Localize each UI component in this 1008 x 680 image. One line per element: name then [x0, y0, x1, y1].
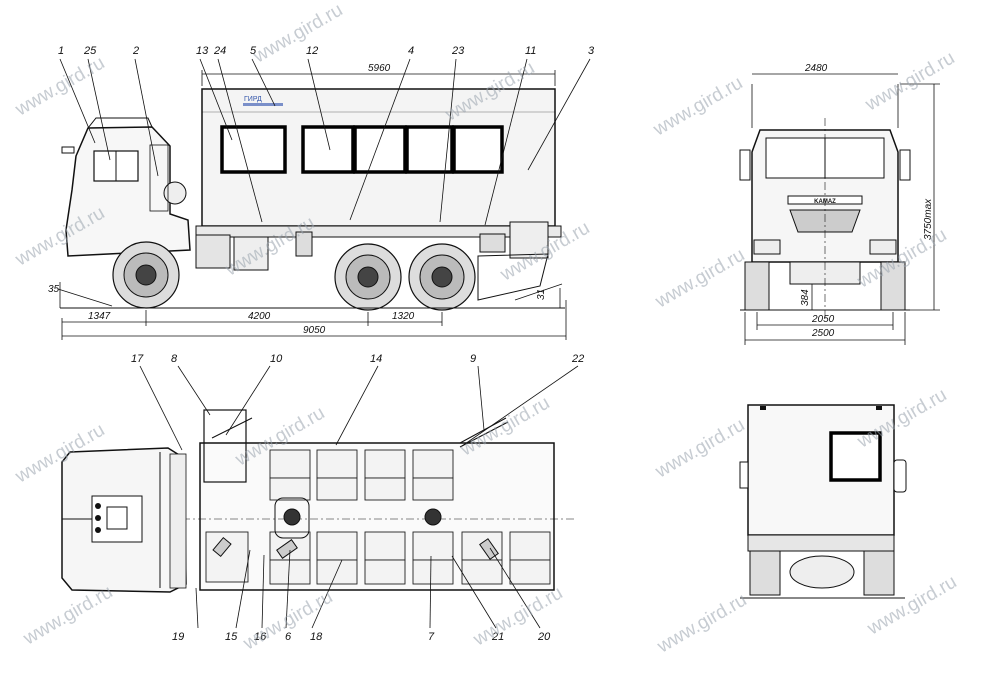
rear-wheel-1 [334, 243, 402, 311]
side-callouts: 1 25 2 13 24 5 12 4 23 11 3 [58, 45, 595, 57]
watermark: www.gird.ru [653, 590, 750, 658]
callout-6: 6 [285, 631, 292, 643]
top-view: 17 8 10 14 9 22 19 15 16 6 18 7 21 20 [61, 353, 584, 643]
callout-4: 4 [408, 45, 414, 57]
callout-16: 16 [254, 631, 267, 643]
watermark: www.gird.ru [19, 582, 116, 650]
front-view: KAMAZ 2480 3750max 384 2050 2500 [739, 63, 940, 345]
watermark: www.gird.ru [651, 415, 748, 483]
callout-11: 11 [525, 45, 536, 57]
callout-12: 12 [306, 45, 318, 57]
watermark: www.gird.ru [651, 245, 748, 313]
front-wheel [112, 241, 180, 309]
dim-front-overhang: 1347 [88, 311, 111, 322]
callout-24: 24 [213, 45, 226, 57]
seats [205, 449, 551, 585]
callout-21: 21 [491, 631, 504, 643]
dim-wheelbase: 4200 [248, 311, 271, 322]
dim-departure-angle: 31 [536, 289, 547, 300]
dim-ground-clearance: 384 [800, 289, 811, 306]
callout-7: 7 [428, 631, 435, 643]
callout-20: 20 [537, 631, 551, 643]
callout-17: 17 [131, 353, 144, 365]
watermark: www.gird.ru [249, 0, 346, 68]
side-view: ГИРД [48, 45, 595, 340]
callout-25: 25 [83, 45, 97, 57]
dim-overall-length: 9050 [303, 325, 326, 336]
dim-height: 3750max [923, 198, 934, 240]
body-windows [220, 125, 504, 174]
watermark: www.gird.ru [861, 48, 958, 116]
callout-13: 13 [196, 45, 209, 57]
dim-rear-axle-spacing: 1320 [392, 311, 415, 322]
callout-5: 5 [250, 45, 257, 57]
callout-9: 9 [470, 353, 476, 365]
callout-23: 23 [451, 45, 465, 57]
callout-8: 8 [171, 353, 178, 365]
dim-overall-width: 2500 [811, 328, 835, 339]
callout-10: 10 [270, 353, 283, 365]
rear-wheel-2 [408, 243, 476, 311]
dim-track: 2050 [811, 314, 835, 325]
top-callouts: 17 8 10 14 9 22 19 15 16 6 18 7 21 20 [131, 353, 584, 643]
callout-3: 3 [588, 45, 595, 57]
callout-1: 1 [58, 45, 64, 57]
dim-approach-angle: 35 [48, 284, 60, 295]
dim-body-length: 5960 [368, 63, 391, 74]
callout-2: 2 [132, 45, 139, 57]
watermark: www.gird.ru [649, 73, 746, 141]
callout-22: 22 [571, 353, 584, 365]
callout-19: 19 [172, 631, 184, 643]
callout-14: 14 [370, 353, 382, 365]
callout-15: 15 [225, 631, 238, 643]
dim-top-width: 2480 [804, 63, 828, 74]
rear-view [739, 404, 907, 599]
body-logo: ГИРД [244, 96, 262, 103]
callout-18: 18 [310, 631, 323, 643]
